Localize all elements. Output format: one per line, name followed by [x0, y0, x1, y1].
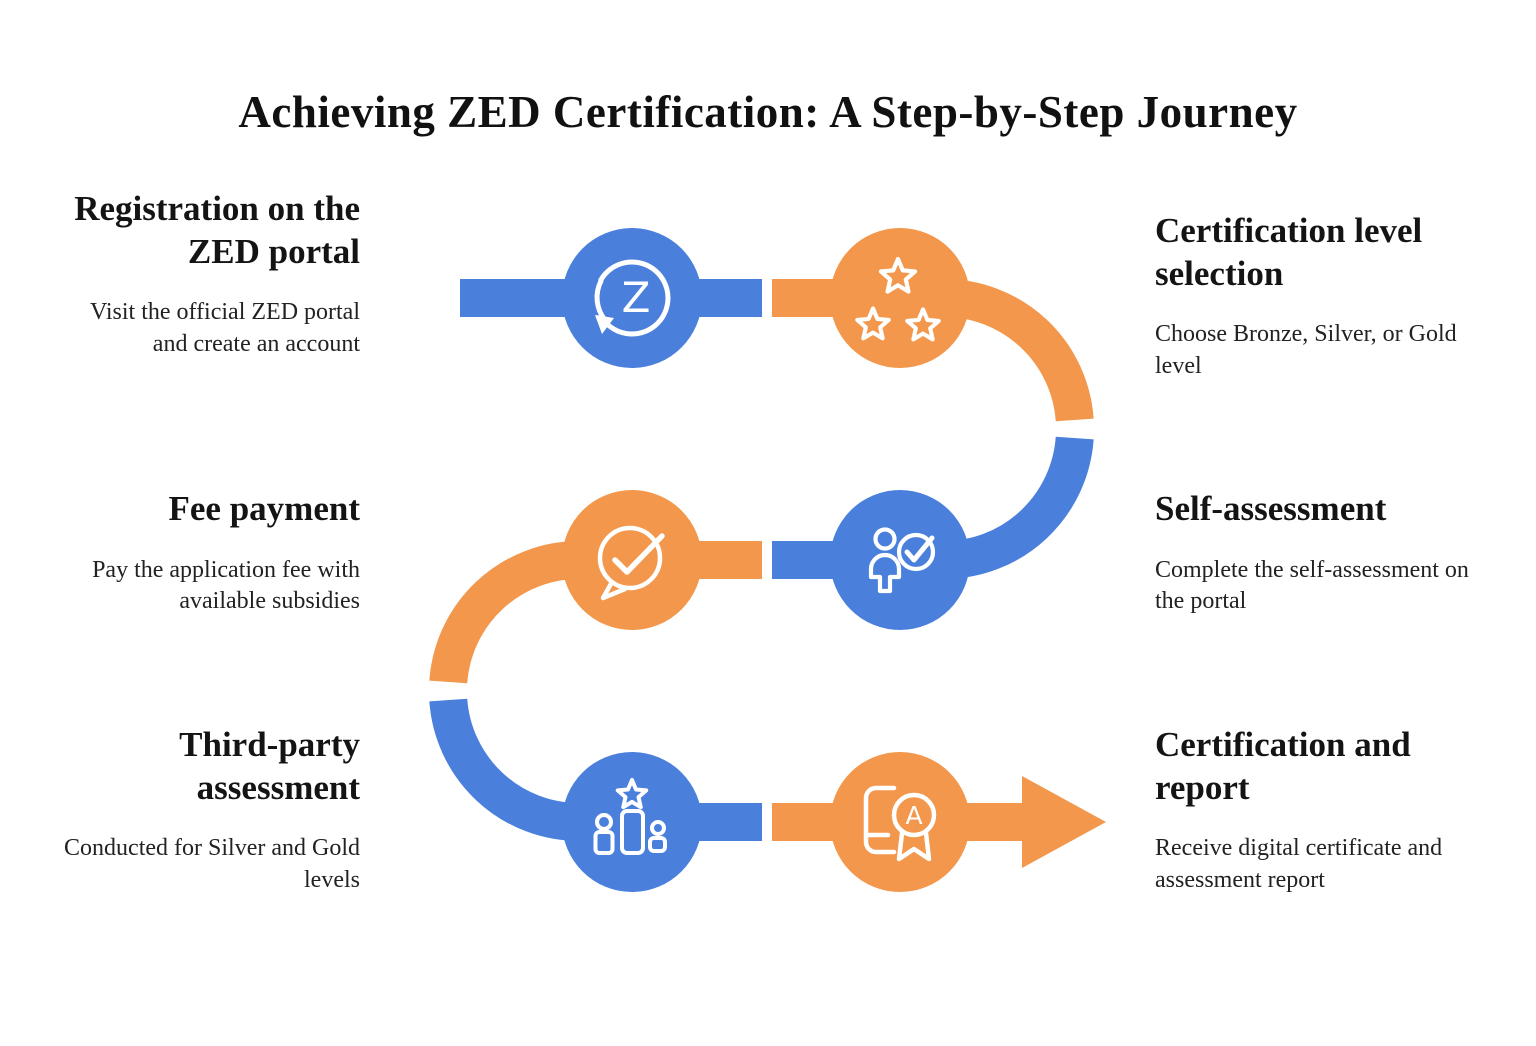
certificate-icon: A: [863, 785, 937, 862]
step-text-certificate-report: Certification and report Receive digital…: [1155, 724, 1477, 897]
page-title: Achieving ZED Certification: A Step-by-S…: [238, 87, 1298, 137]
icon-letter: A: [905, 801, 922, 830]
path-segment-left-down-blue: [429, 698, 762, 841]
step-node-registration: [562, 228, 702, 368]
chat-check-icon: [597, 525, 665, 601]
step-text-level-selection: Certification level selection Choose Bro…: [1155, 210, 1477, 383]
step-description: Receive digital certificate and assessme…: [1155, 835, 1443, 894]
step-description: Visit the official ZED portal and create…: [89, 299, 360, 358]
refresh-z-icon: Z: [594, 259, 671, 337]
step-description: Pay the application fee with available s…: [92, 556, 360, 615]
step-description: Complete the self-assessment on the port…: [1155, 556, 1469, 615]
step-text-registration: Registration on the ZED portal Visit the…: [60, 188, 360, 361]
three-stars-icon: [855, 256, 941, 342]
step-text-fee-payment: Fee payment Pay the application fee with…: [60, 488, 360, 618]
step-heading: Fee payment: [168, 489, 360, 528]
step-text-third-party: Third-party assessment Conducted for Sil…: [60, 724, 360, 897]
step-node-certificate-report: [830, 752, 970, 892]
step-heading: Registration on the ZED portal: [74, 189, 360, 271]
step-description: Choose Bronze, Silver, or Gold level: [1155, 321, 1457, 380]
path-segment-left-down-orange: [429, 541, 762, 684]
step-heading: Certification and report: [1155, 725, 1411, 807]
step-node-third-party: [562, 752, 702, 892]
step-heading: Self-assessment: [1155, 489, 1387, 528]
arrow-right-icon: [1022, 776, 1106, 868]
step-node-level-selection: [830, 228, 970, 368]
step-node-fee-payment: [562, 490, 702, 630]
icon-letter: Z: [622, 273, 651, 322]
person-check-icon: [868, 527, 936, 594]
podium-star-icon: [593, 778, 667, 855]
step-heading: Third-party assessment: [179, 725, 360, 807]
step-heading: Certification level selection: [1155, 211, 1423, 293]
step-text-self-assessment: Self-assessment Complete the self-assess…: [1155, 488, 1477, 618]
step-description: Conducted for Silver and Gold levels: [64, 835, 360, 894]
